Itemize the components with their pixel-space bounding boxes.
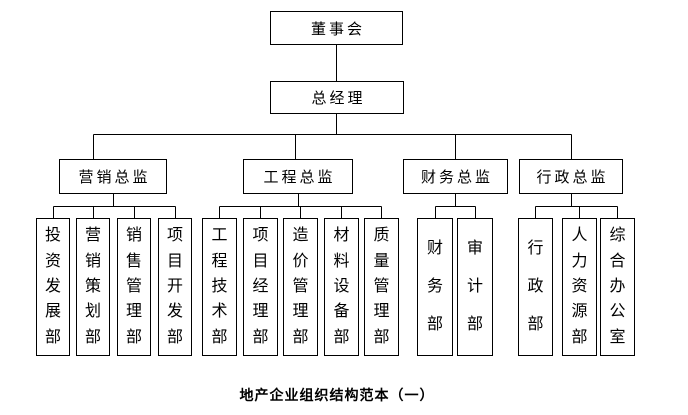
dept-label-char: 发 (44, 277, 61, 295)
dept-marketing-planning: 营销策划部 (76, 218, 110, 356)
dept-label-char: 目 (166, 252, 183, 270)
dept-label-char: 综 (609, 227, 626, 245)
dept-label-char: 理 (252, 303, 269, 321)
dept-label-char: 项 (166, 227, 183, 245)
dept-label-char: 发 (166, 303, 183, 321)
dept-label-char: 营 (84, 227, 101, 245)
dept-label-char: 销 (125, 227, 142, 245)
dept-label-char: 目 (252, 252, 269, 270)
dept-label-char: 部 (84, 328, 101, 346)
dept-label-char: 部 (426, 316, 443, 333)
dept-administration: 行政部 (518, 218, 553, 356)
dept-label-char: 开 (166, 277, 183, 295)
dept-label-char: 理 (125, 303, 142, 321)
dept-label-char: 价 (292, 252, 309, 270)
dept-label-char: 术 (211, 303, 228, 321)
dept-label-char: 务 (426, 278, 443, 295)
board-box: 董事会 (270, 11, 403, 45)
engineering-director-label: 工程总监 (263, 169, 336, 186)
finance-director-box: 财务总监 (403, 159, 508, 194)
dept-label-char: 办 (609, 277, 626, 295)
marketing-director-box: 营销总监 (59, 159, 167, 194)
board-label: 董事会 (310, 20, 365, 38)
dept-label-char: 人 (571, 227, 588, 245)
engineering-director-box: 工程总监 (243, 159, 353, 194)
admin-director-label: 行政总监 (536, 169, 609, 186)
dept-label-char: 部 (466, 316, 483, 333)
finance-director-label: 财务总监 (420, 169, 493, 186)
dept-label-char: 项 (252, 227, 269, 245)
dept-label-char: 设 (333, 277, 350, 295)
dept-label-char: 部 (211, 328, 228, 346)
dept-label-char: 理 (373, 303, 390, 321)
dept-investment-development: 投资发展部 (36, 218, 70, 356)
dept-label-char: 划 (84, 303, 101, 321)
dept-project-manager: 项目经理部 (243, 218, 278, 356)
dept-sales-management: 销售管理部 (117, 218, 151, 356)
dept-label-char: 备 (333, 303, 350, 321)
general-manager-label: 总经理 (311, 90, 366, 107)
dept-label-char: 管 (125, 277, 142, 295)
dept-label-char: 行 (527, 240, 544, 257)
dept-label-char: 源 (571, 303, 588, 321)
dept-label-char: 部 (252, 328, 269, 346)
dept-label-char: 管 (292, 277, 309, 295)
dept-project-development: 项目开发部 (158, 218, 192, 356)
dept-label-char: 审 (466, 240, 483, 257)
dept-label-char: 室 (609, 328, 626, 346)
chart-caption: 地产企业组织结构范本（一） (239, 387, 435, 403)
dept-label-char: 质 (373, 227, 390, 245)
dept-general-office: 综合办公室 (600, 218, 635, 356)
dept-label-char: 技 (211, 277, 228, 295)
dept-label-char: 展 (44, 303, 61, 321)
dept-finance: 财务部 (417, 218, 453, 356)
dept-label-char: 力 (571, 252, 588, 270)
dept-label-char: 部 (44, 328, 61, 346)
dept-label-char: 售 (125, 252, 142, 270)
dept-label-char: 策 (84, 277, 101, 295)
dept-label-char: 材 (333, 227, 350, 245)
dept-label-char: 工 (211, 227, 228, 245)
dept-label-char: 部 (527, 316, 544, 333)
general-manager-box: 总经理 (270, 81, 404, 114)
dept-label-char: 造 (292, 227, 309, 245)
dept-label-char: 量 (373, 252, 390, 270)
dept-label-char: 投 (44, 227, 61, 245)
dept-label-char: 合 (609, 252, 626, 270)
dept-label-char: 部 (125, 328, 142, 346)
dept-label-char: 资 (44, 252, 61, 270)
dept-audit: 审计部 (457, 218, 493, 356)
dept-label-char: 政 (527, 278, 544, 295)
dept-label-char: 部 (166, 328, 183, 346)
dept-label-char: 财 (426, 240, 443, 257)
dept-label-char: 料 (333, 252, 350, 270)
admin-director-box: 行政总监 (519, 159, 623, 194)
dept-label-char: 经 (252, 277, 269, 295)
dept-engineering-technology: 工程技术部 (202, 218, 237, 356)
dept-label-char: 部 (373, 328, 390, 346)
dept-human-resources: 人力资源部 (562, 218, 597, 356)
dept-cost-management: 造价管理部 (283, 218, 318, 356)
dept-label-char: 部 (571, 328, 588, 346)
dept-quality-management: 质量管理部 (364, 218, 399, 356)
dept-label-char: 部 (333, 328, 350, 346)
marketing-director-label: 营销总监 (78, 169, 151, 186)
dept-label-char: 部 (292, 328, 309, 346)
dept-label-char: 销 (84, 252, 101, 270)
dept-label-char: 公 (609, 303, 626, 321)
dept-label-char: 计 (466, 278, 483, 295)
dept-label-char: 程 (211, 252, 228, 270)
dept-label-char: 管 (373, 277, 390, 295)
dept-label-char: 理 (292, 303, 309, 321)
dept-label-char: 资 (571, 277, 588, 295)
dept-materials-equipment: 材料设备部 (324, 218, 359, 356)
